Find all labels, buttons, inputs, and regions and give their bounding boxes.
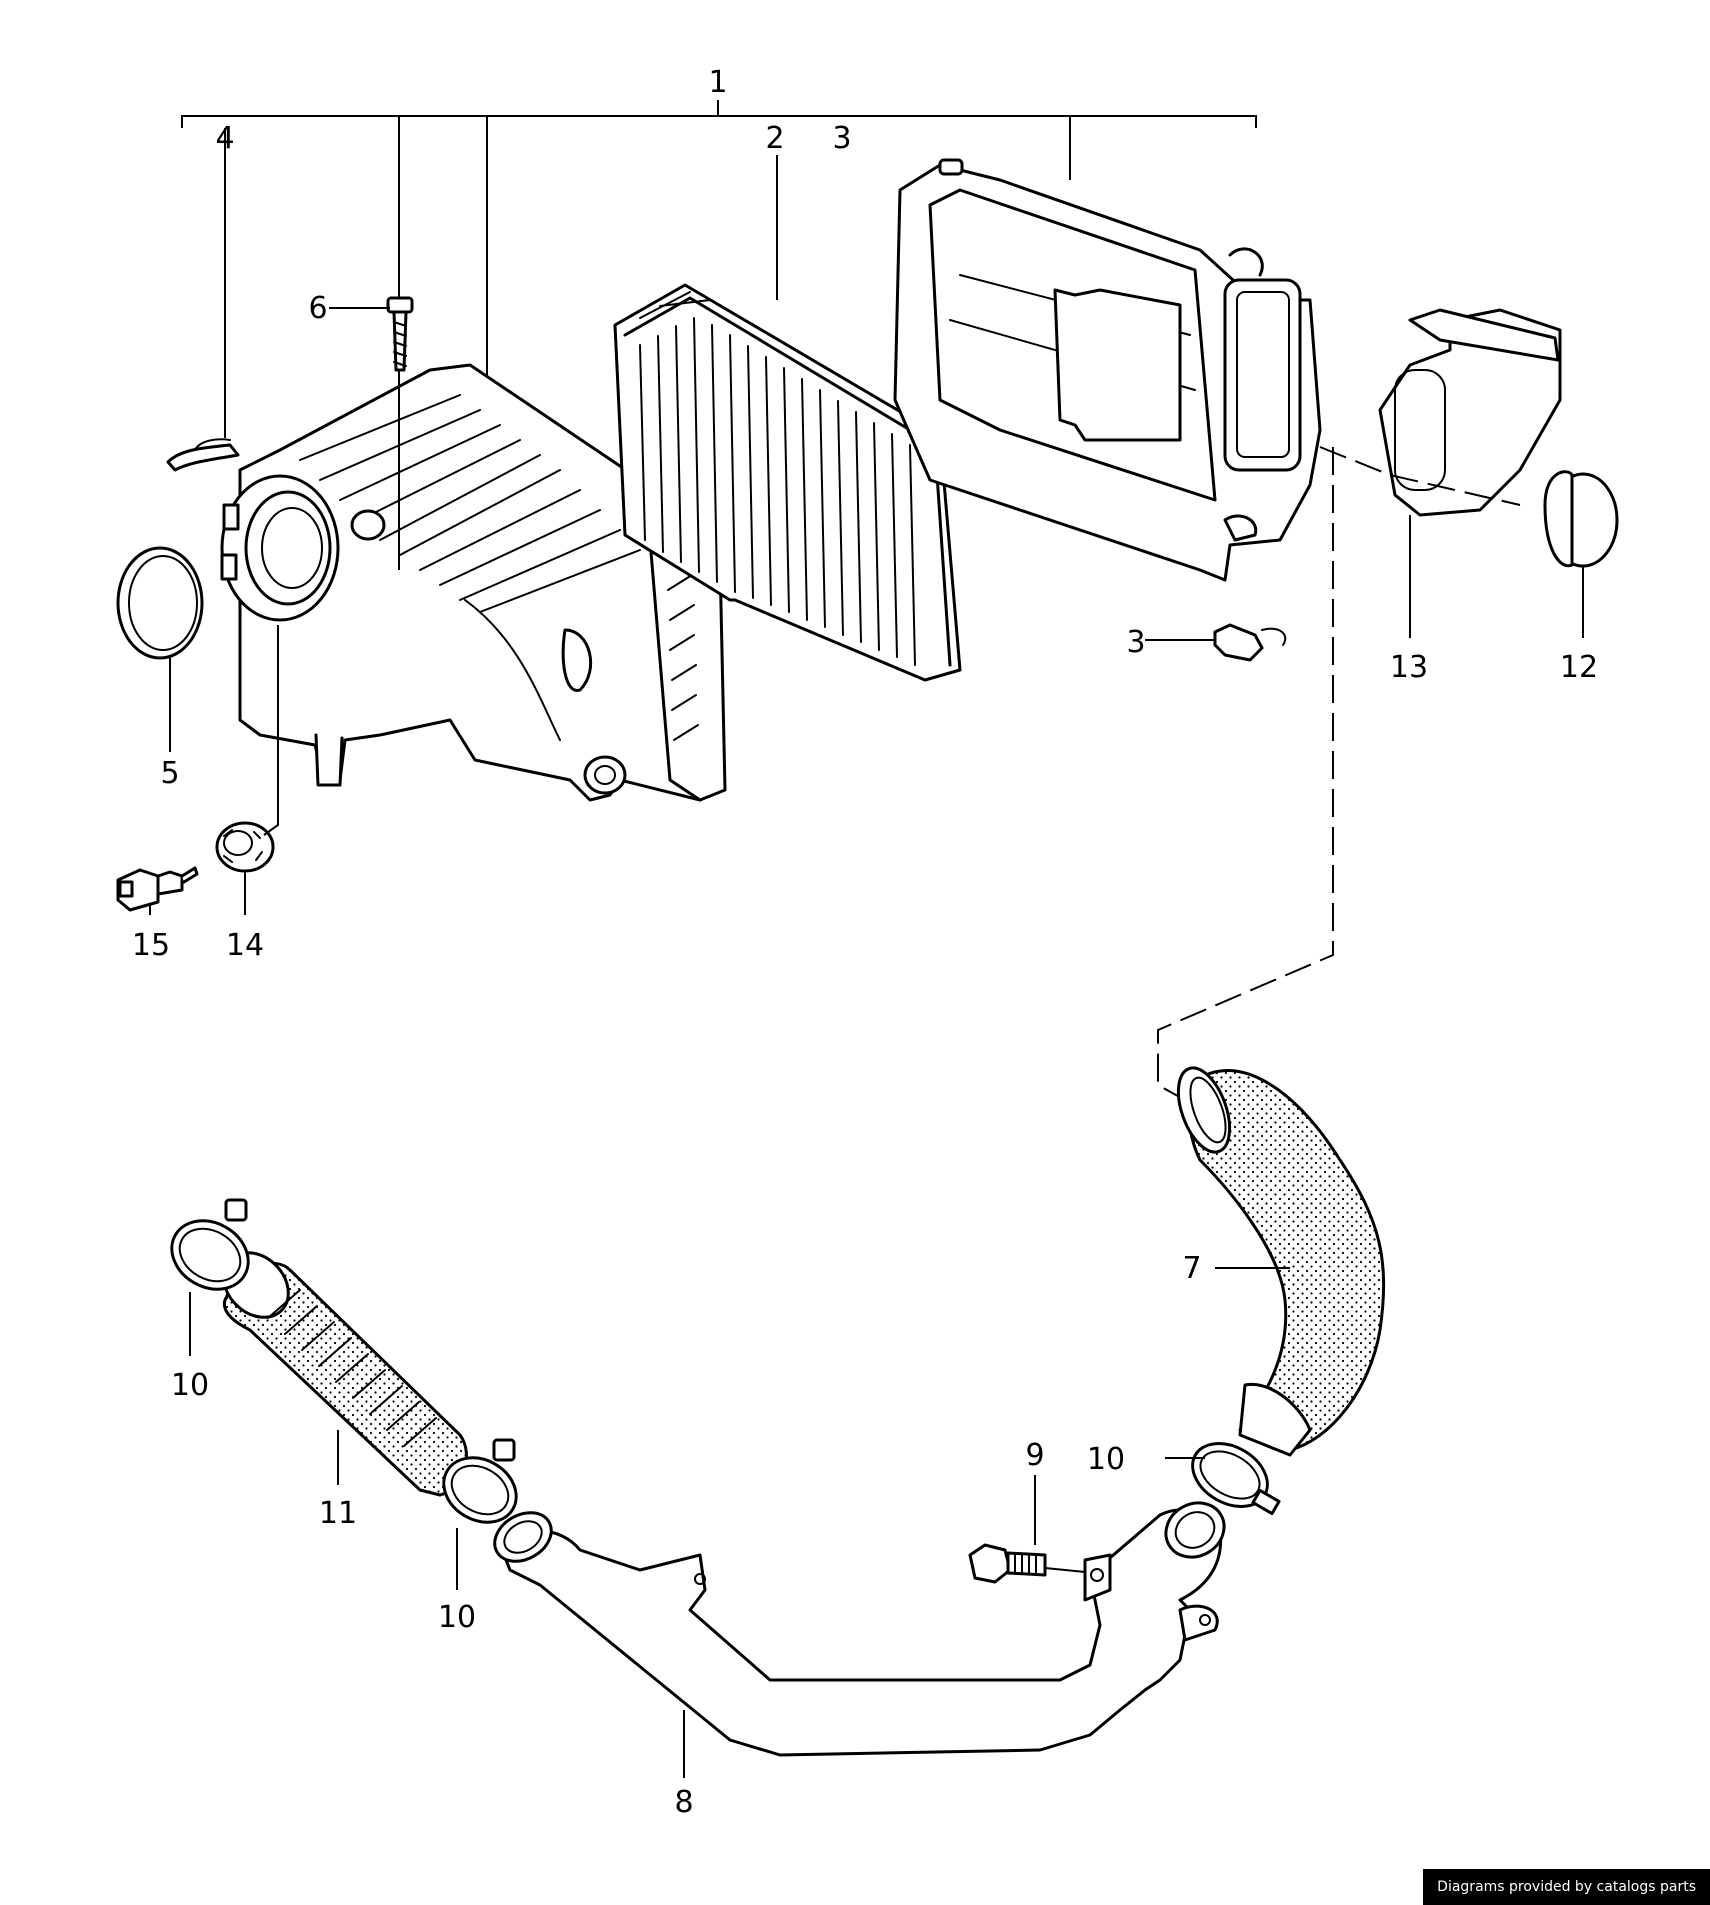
callout-10-bottom: 10 <box>438 1600 476 1635</box>
intake-pipe <box>493 1501 1226 1757</box>
diagram-credit: Diagrams provided by catalogs parts <box>1423 1869 1710 1905</box>
callout-2: 2 <box>765 121 784 156</box>
hose-clamp-bottom <box>442 1438 518 1524</box>
callout-4: 4 <box>215 121 234 156</box>
callout-11: 11 <box>319 1496 357 1531</box>
bolt <box>968 1543 1047 1584</box>
intake-hose <box>1176 1066 1386 1457</box>
seal-ring <box>116 546 204 660</box>
leader-lines <box>149 128 1584 1778</box>
grommet <box>215 821 275 873</box>
cap <box>1543 470 1619 568</box>
air-filter-lower-housing <box>220 363 727 802</box>
callout-8: 8 <box>674 1785 693 1820</box>
callout-12: 12 <box>1560 650 1598 685</box>
sensor <box>116 866 199 912</box>
routing-dashed-line <box>1157 446 1521 1101</box>
callout-15: 15 <box>132 928 170 963</box>
clip <box>166 438 240 472</box>
callout-3-clip: 3 <box>1126 625 1145 660</box>
callout-10-right: 10 <box>1087 1442 1125 1477</box>
callout-7: 7 <box>1182 1251 1201 1286</box>
air-filter-upper-cover <box>893 158 1322 582</box>
callout-14: 14 <box>226 928 264 963</box>
callout-1: 1 <box>708 65 727 100</box>
callout-labels: 1 2 3 3 4 5 6 7 8 9 10 10 10 11 12 13 14… <box>132 65 1598 1820</box>
hose-clamp-right <box>1191 1442 1281 1516</box>
intake-elbow <box>1378 308 1562 517</box>
callout-13: 13 <box>1390 650 1428 685</box>
callout-9: 9 <box>1025 1438 1044 1473</box>
callout-6: 6 <box>308 291 327 326</box>
callout-5: 5 <box>160 756 179 791</box>
screw <box>386 296 414 372</box>
callout-3-top: 3 <box>832 121 851 156</box>
small-clip <box>1213 623 1287 662</box>
callout-10-top: 10 <box>171 1368 209 1403</box>
filter-element <box>613 283 962 682</box>
hose-clamp-top <box>170 1198 250 1291</box>
assembly-bracket <box>181 100 1257 388</box>
